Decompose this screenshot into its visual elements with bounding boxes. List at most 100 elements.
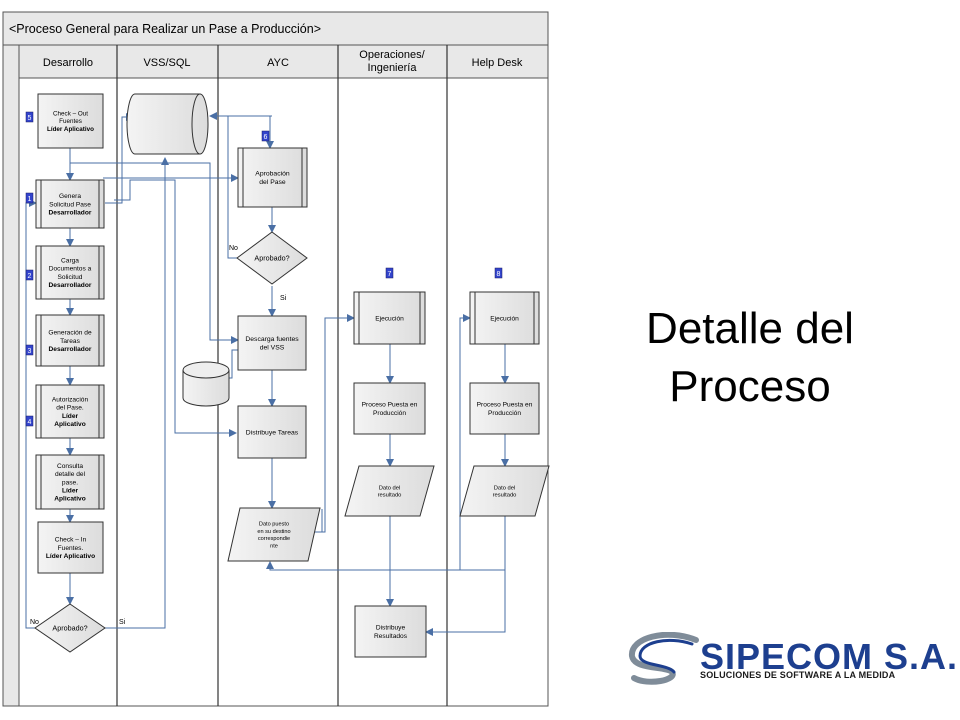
- step-marker: 3: [25, 344, 34, 356]
- process-ejecucion-hd: Ejecución: [469, 291, 540, 345]
- lane-header-operaciones: Operaciones/: [359, 49, 425, 61]
- data-dato-hd: Dato del resultado: [459, 465, 550, 517]
- process-distribuye-tareas: Distribuye Tareas: [237, 405, 307, 459]
- node-label: Solicitud: [58, 274, 83, 281]
- connector-line: [103, 157, 169, 629]
- node-label: Desarrollador: [49, 346, 92, 353]
- lane-header-row: [18, 44, 549, 79]
- connector-line: [266, 561, 390, 571]
- node-label: pase.: [62, 479, 78, 486]
- node-label: Producción: [488, 410, 521, 417]
- diagram-title: <Proceso General para Realizar un Pase a…: [9, 22, 321, 36]
- edge-label-si-dev: Si: [119, 619, 126, 626]
- node-label: Check – In: [55, 537, 87, 544]
- node-label: del Pase: [259, 179, 286, 186]
- node-label: Autorización: [52, 397, 89, 404]
- node-label: Líder Aplicativo: [47, 126, 94, 133]
- step-marker: 2: [25, 269, 34, 281]
- node-label: Tareas: [60, 338, 80, 345]
- connector-line: [114, 179, 237, 437]
- step-marker: 7: [385, 267, 394, 279]
- node-label: Aplicativo: [54, 421, 86, 428]
- node-label: Desarrollador: [49, 282, 92, 289]
- node-label: en su destino: [257, 529, 290, 535]
- node-label: Descarga fuentes: [245, 336, 299, 343]
- node-label: Aprobado?: [52, 624, 87, 633]
- step-marker-label: 5: [28, 115, 32, 122]
- step-marker: 6: [261, 130, 270, 142]
- node-label: correspondie: [258, 536, 290, 542]
- node-label: Genera: [59, 193, 81, 200]
- slide-title-line-2: Proceso: [669, 362, 831, 411]
- node-label: Distribuye Tareas: [246, 429, 299, 436]
- logo-tagline: SOLUCIONES DE SOFTWARE A LA MEDIDA: [700, 670, 896, 680]
- node-label: Fuentes: [59, 118, 82, 125]
- node-label: resultado: [493, 493, 517, 499]
- lane-header-ayc: AYC: [267, 57, 289, 69]
- node-label: Carga: [61, 258, 79, 265]
- node-label: Aprobación: [255, 171, 290, 178]
- node-label: Distribuye: [376, 625, 406, 632]
- step-marker: 1: [25, 192, 34, 204]
- node-label: Líder Aplicativo: [46, 553, 95, 560]
- step-marker-label: 6: [264, 134, 268, 141]
- node-label: Check – Out: [53, 110, 88, 117]
- connector-line: [310, 314, 355, 533]
- step-marker-label: 4: [28, 419, 32, 426]
- local-database: [182, 361, 230, 407]
- lane-header-desarrollo: Desarrollo: [43, 57, 93, 69]
- node-label: Dato puesto: [259, 522, 289, 528]
- edge-label-si-ayc: Si: [280, 295, 287, 302]
- node-label: Desarrollador: [49, 210, 92, 217]
- node-label: Consulta: [57, 463, 83, 470]
- node-label: detalle del: [55, 471, 86, 478]
- node-label: Resultados: [374, 633, 408, 640]
- lane-header-ingenieria: Ingeniería: [368, 62, 418, 74]
- node-label: Proceso Puesta en: [362, 402, 418, 409]
- node-label: Aprobado?: [254, 254, 289, 263]
- connector-line: [425, 570, 506, 636]
- step-marker-label: 8: [497, 271, 501, 278]
- step-marker-label: 3: [28, 348, 32, 355]
- step-marker: 4: [25, 415, 34, 427]
- connector-line: [70, 162, 239, 344]
- node-label: Fuentes.: [58, 545, 84, 552]
- connector-line: [209, 112, 240, 259]
- node-label: nte: [270, 543, 278, 549]
- node-label: Solicitud Pase: [49, 201, 91, 208]
- logo-name: SIPECOM S.A.: [700, 636, 959, 677]
- lane-header-help-desk: Help Desk: [472, 57, 523, 69]
- step-marker-label: 7: [388, 271, 392, 278]
- node-label: Proceso Puesta en: [477, 402, 533, 409]
- node-label: resultado: [378, 493, 402, 499]
- step-marker: 5: [25, 111, 34, 123]
- title-bar: [2, 11, 549, 46]
- node-label: Generación de: [48, 330, 92, 337]
- node-label: Ejecución: [490, 315, 519, 322]
- node-label: Dato del: [494, 485, 516, 491]
- step-marker: 8: [494, 267, 503, 279]
- node-label: del Pase.: [56, 405, 84, 412]
- decision-aprobado-dev: Aprobado?: [34, 603, 106, 653]
- slide-title-line-1: Detalle del: [646, 304, 854, 353]
- step-marker-label: 1: [28, 196, 32, 203]
- node-label: Ejecución: [375, 315, 404, 322]
- node-label: Líder: [62, 488, 79, 495]
- step-marker-label: 2: [28, 273, 32, 280]
